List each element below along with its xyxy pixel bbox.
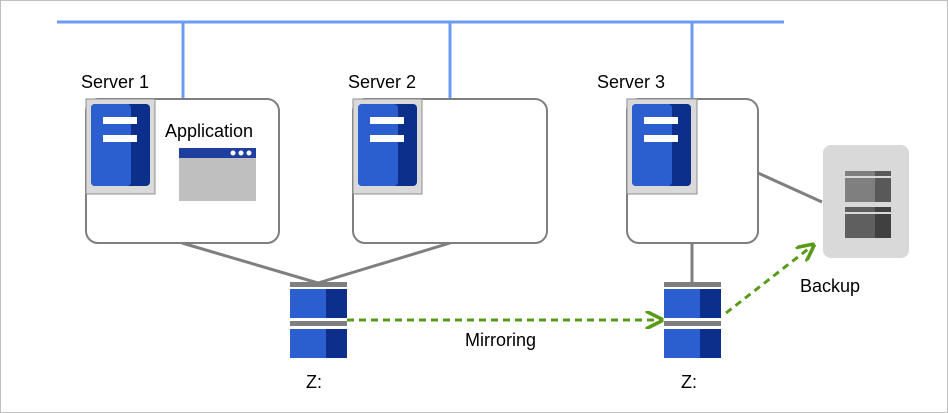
server-icon xyxy=(626,98,698,195)
server-2-label: Server 2 xyxy=(348,72,416,92)
drive-left-label: Z: xyxy=(306,372,322,392)
connector-lines xyxy=(181,171,823,285)
server-3-node xyxy=(626,98,759,244)
server-3-label: Server 3 xyxy=(597,72,665,92)
server-icon xyxy=(352,98,423,195)
server-2-node xyxy=(352,98,548,244)
network-lines xyxy=(57,20,784,99)
backup-label: Backup xyxy=(800,276,860,296)
backup-device-icon xyxy=(823,145,909,258)
application-window-icon xyxy=(179,148,256,201)
backup-arrow xyxy=(725,246,812,315)
mirroring-label: Mirroring xyxy=(465,330,536,350)
drive-right-label: Z: xyxy=(681,372,697,392)
server-icon xyxy=(85,98,156,195)
server-1-node xyxy=(85,98,280,244)
disk-icon xyxy=(290,282,347,358)
server-1-label: Server 1 xyxy=(81,72,149,92)
application-label: Application xyxy=(165,121,253,141)
disk-icon xyxy=(664,282,721,358)
